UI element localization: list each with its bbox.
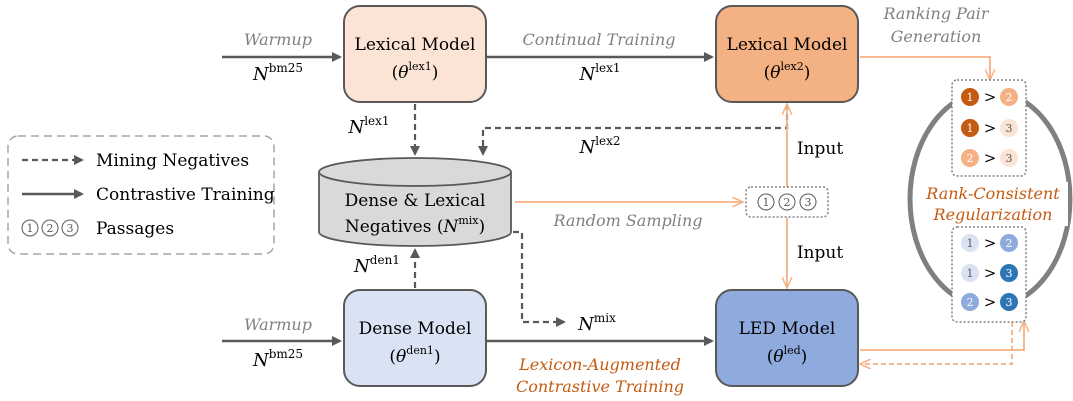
svg-text:1: 1 — [967, 91, 974, 104]
legend-mining-negatives: Mining Negatives — [22, 151, 249, 171]
svg-text:2: 2 — [1006, 237, 1013, 250]
svg-text:3: 3 — [1006, 267, 1013, 280]
ranking-pair-label-1: Ranking Pair — [882, 4, 989, 23]
legend-passages: 1 2 3 Passages — [21, 219, 174, 239]
den-pair-3: 2 > 3 — [961, 293, 1018, 311]
svg-text:>: > — [984, 88, 997, 106]
n-bm25-bottom: Nbm25 — [252, 347, 303, 371]
svg-text:Contrastive Training: Contrastive Training — [96, 185, 275, 205]
svg-text:2: 2 — [47, 222, 54, 235]
lex1-title: Lexical Model — [355, 35, 476, 55]
n-bm25-top: Nbm25 — [252, 61, 303, 85]
continual-training-label: Continual Training — [522, 30, 675, 49]
svg-text:2: 2 — [784, 196, 791, 209]
n-lex2-neg: Nlex2 — [578, 134, 620, 158]
svg-text:3: 3 — [805, 196, 812, 209]
svg-text:>: > — [984, 264, 997, 282]
sampled-passage-3: 3 — [799, 193, 817, 211]
svg-text:1: 1 — [763, 196, 770, 209]
sampled-passage-2: 2 — [778, 193, 796, 211]
lex2-node: Lexical Model (θlex2) — [715, 5, 859, 103]
db-line2: Negatives (Nmix) — [345, 214, 485, 237]
lex-pair-2: 1 > 3 — [961, 119, 1018, 137]
input-top-label: Input — [797, 139, 843, 159]
mix-negatives-arrow — [513, 230, 566, 327]
svg-text:1: 1 — [967, 122, 974, 135]
n-mix-label: Nmix — [577, 311, 616, 335]
svg-text:3: 3 — [1006, 296, 1013, 309]
den-ranking-pairs: 1 > 2 1 > 3 2 > 3 — [951, 226, 1027, 323]
svg-text:1: 1 — [967, 267, 974, 280]
lex-pair-3: 2 > 3 — [961, 149, 1018, 167]
den1-node: Dense Model (θden1) — [343, 289, 487, 387]
svg-text:1: 1 — [967, 237, 974, 250]
lex-pair-1: 1 > 2 — [961, 88, 1018, 106]
legend-contrastive-training: Contrastive Training — [22, 185, 275, 205]
svg-text:2: 2 — [1006, 91, 1013, 104]
svg-text:3: 3 — [67, 222, 74, 235]
svg-text:3: 3 — [1006, 152, 1013, 165]
den-pair-1: 1 > 2 — [961, 234, 1018, 252]
rank-consistent-label-2: Regularization — [933, 205, 1053, 224]
n-lex1-neg: Nlex1 — [347, 114, 389, 138]
svg-text:Passages: Passages — [96, 219, 174, 239]
n-den1-neg: Nden1 — [353, 253, 400, 277]
regularization-feedback-arrow — [861, 322, 1013, 364]
rank-consistent-label-1: Rank-Consistent — [925, 184, 1060, 203]
led-to-pairs-arrow — [860, 322, 1024, 351]
lex-ranking-pairs: 1 > 2 1 > 3 2 > 3 — [951, 79, 1027, 177]
warmup-bottom-label: Warmup — [244, 315, 312, 334]
svg-text:>: > — [984, 149, 997, 167]
negatives-database: Dense & Lexical Negatives (Nmix) — [318, 157, 512, 247]
den-pair-2: 1 > 3 — [961, 264, 1018, 282]
warmup-top-label: Warmup — [244, 30, 312, 49]
sampled-passage-1: 1 — [757, 193, 775, 211]
lexicon-augmented-label-1: Lexicon-Augmented — [518, 355, 681, 374]
lexicon-augmented-label-2: Contrastive Training — [516, 377, 684, 396]
svg-text:1: 1 — [27, 222, 34, 235]
ranking-pair-arrow — [860, 56, 990, 79]
sampled-passages-box: 1 2 3 — [745, 186, 829, 218]
regularization-label-bg — [918, 182, 1068, 226]
input-bottom-label: Input — [797, 243, 843, 263]
svg-text:Mining Negatives: Mining Negatives — [96, 151, 249, 171]
led-node: LED Model (θled) — [715, 289, 859, 387]
svg-text:>: > — [984, 234, 997, 252]
lex2-title: Lexical Model — [727, 35, 848, 55]
svg-text:>: > — [984, 119, 997, 137]
legend: Mining Negatives Contrastive Training 1 … — [7, 135, 275, 255]
svg-text:2: 2 — [967, 296, 974, 309]
lex2-mining-arrow — [478, 104, 789, 156]
db-line1: Dense & Lexical — [345, 191, 486, 211]
random-sampling-label: Random Sampling — [552, 211, 702, 230]
led-title: LED Model — [739, 319, 836, 339]
svg-text:3: 3 — [1006, 122, 1013, 135]
svg-text:>: > — [984, 293, 997, 311]
den1-title: Dense Model — [359, 319, 472, 339]
svg-text:2: 2 — [967, 152, 974, 165]
ranking-pair-label-2: Generation — [891, 27, 982, 46]
n-lex1-cont: Nlex1 — [578, 61, 620, 85]
lex1-node: Lexical Model (θlex1) — [343, 5, 487, 103]
